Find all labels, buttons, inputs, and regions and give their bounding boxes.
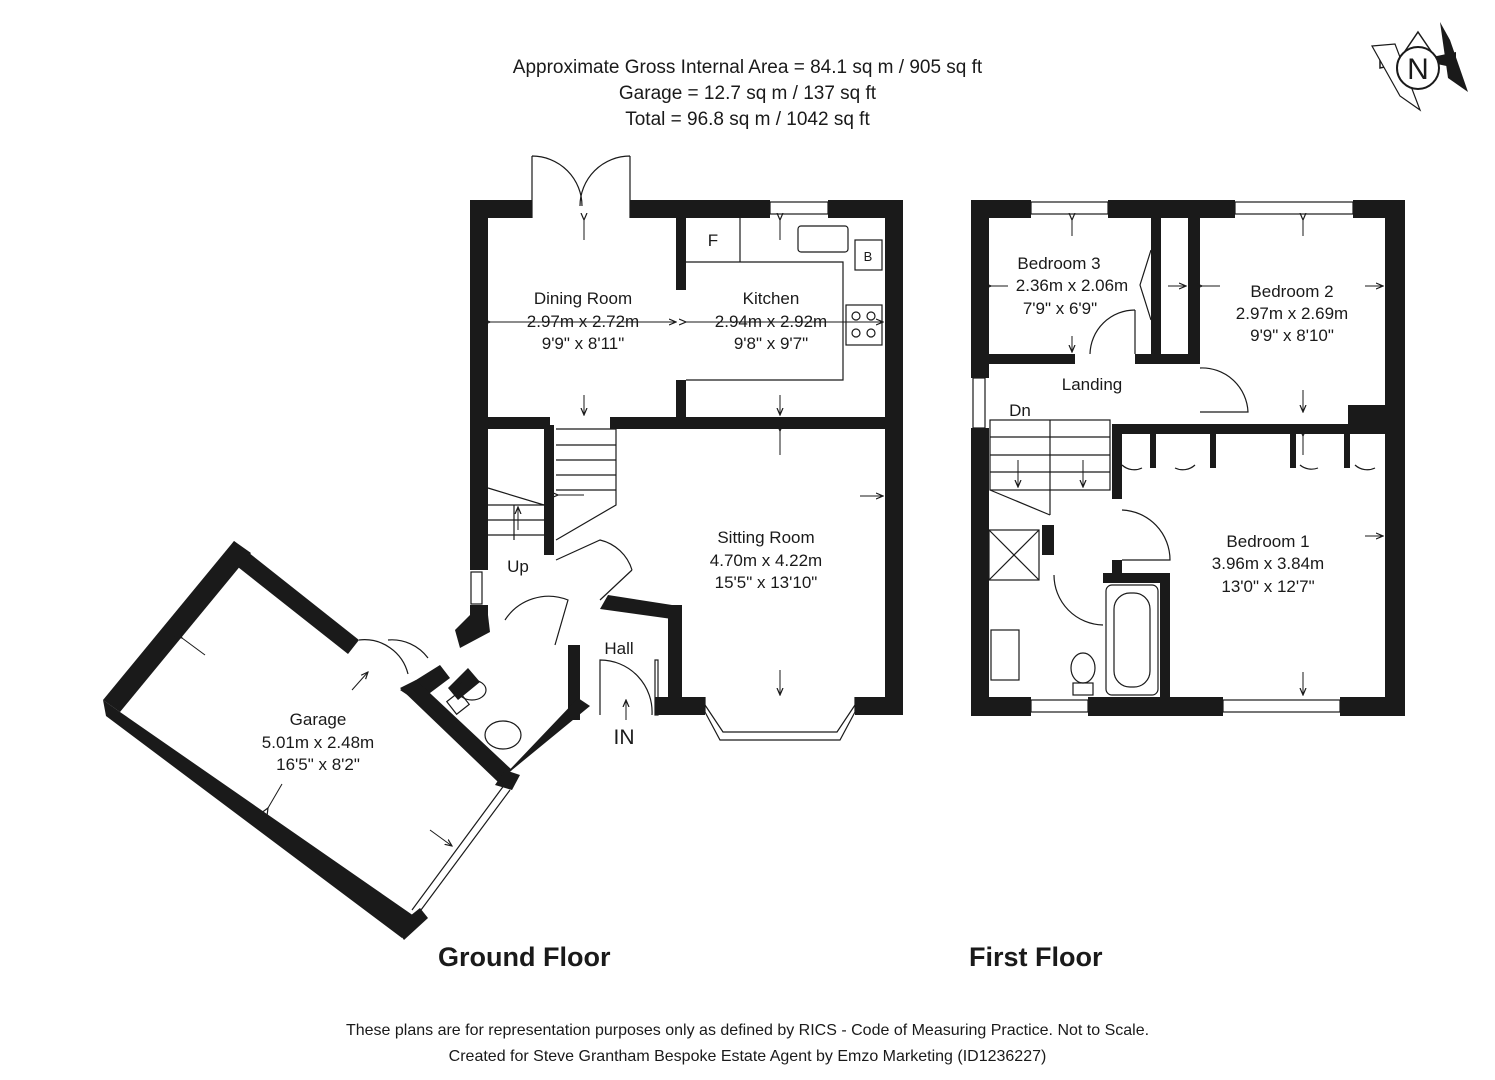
boiler-label: B [864,249,873,264]
disclaimer-line-1: These plans are for representation purpo… [345,1022,1150,1039]
fridge-label: F [708,231,718,250]
stairs-down-label: Dn [1009,401,1031,420]
bedroom-1-metric: 3.96m x 3.84m [1212,554,1324,573]
dining-room-metric: 2.97m x 2.72m [527,312,639,331]
sitting-room-imperial: 15'5" x 13'10" [715,573,818,592]
compass-icon: N [1371,22,1468,112]
bedroom-1-name: Bedroom 1 [1226,532,1309,551]
kitchen-metric: 2.94m x 2.92m [715,312,827,331]
ground-floor-dimension-arrows [182,220,883,846]
landing-label: Landing [1062,375,1123,394]
bedroom-2-name: Bedroom 2 [1250,282,1333,301]
hall-label: Hall [604,639,633,658]
area-summary: Approximate Gross Internal Area = 84.1 s… [0,55,1495,133]
first-floor-dimension-arrows [991,220,1383,695]
disclaimer: These plans are for representation purpo… [0,1018,1495,1070]
first-floor-fixtures [972,201,1376,713]
disclaimer-line-2: Created for Steve Grantham Bespoke Estat… [448,1048,1047,1065]
entrance-label: IN [614,726,635,749]
dining-room-imperial: 9'9" x 8'11" [542,334,625,353]
garage-area: Garage = 12.7 sq m / 137 sq ft [618,83,877,104]
bedroom-1-imperial: 13'0" x 12'7" [1221,577,1314,596]
dining-room-name: Dining Room [534,289,632,308]
first-floor-walls [971,200,1405,716]
bedroom-2-imperial: 9'9" x 8'10" [1250,326,1334,345]
garage-imperial: 16'5" x 8'2" [276,755,360,774]
kitchen-name: Kitchen [743,289,800,308]
ground-floor-walls [103,200,903,940]
gross-internal-area: Approximate Gross Internal Area = 84.1 s… [512,57,983,78]
compass-letter: N [1407,53,1429,86]
sitting-room-name: Sitting Room [717,528,814,547]
stairs-up-label: Up [507,557,529,576]
bedroom-3-imperial: 7'9" x 6'9" [1023,299,1097,318]
bedroom-3-metric: 2.36m x 2.06m [1016,276,1128,295]
bedroom-3-name: Bedroom 3 [1017,254,1100,273]
sitting-room-metric: 4.70m x 4.22m [710,551,822,570]
ground-floor-labels: Dining Room 2.97m x 2.72m 9'9" x 8'11" K… [262,231,873,972]
garage-metric: 5.01m x 2.48m [262,733,374,752]
kitchen-imperial: 9'8" x 9'7" [734,334,808,353]
garage-name: Garage [290,710,347,729]
first-floor-labels: Bedroom 3 2.36m x 2.06m 7'9" x 6'9" Bedr… [969,254,1348,972]
total-area: Total = 96.8 sq m / 1042 sq ft [625,109,870,130]
bedroom-2-metric: 2.97m x 2.69m [1236,304,1348,323]
first-floor-title: First Floor [969,942,1103,972]
ground-floor-title: Ground Floor [438,942,611,972]
